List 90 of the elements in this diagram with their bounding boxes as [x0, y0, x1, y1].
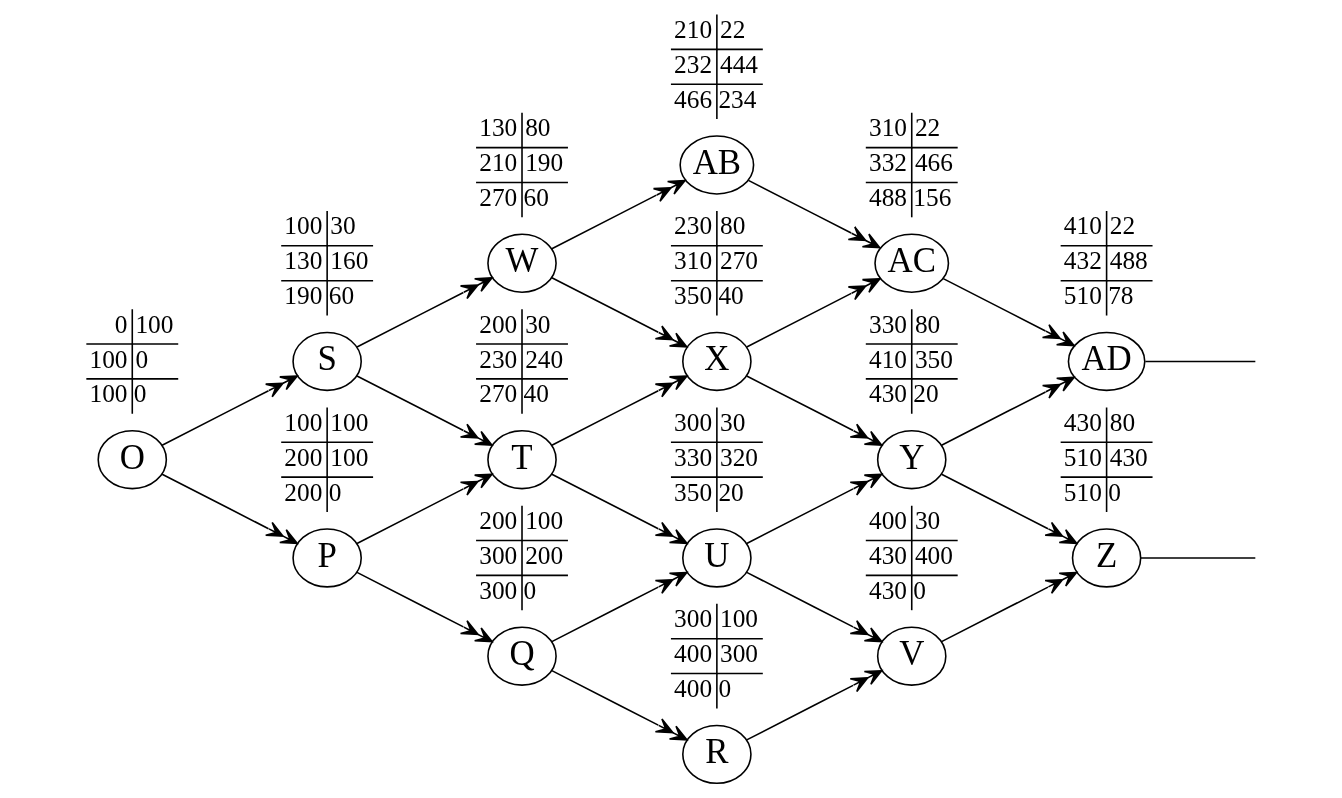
node-label: 200: [478, 309, 517, 338]
node-label: 230: [478, 344, 517, 373]
node-label: 350: [673, 281, 712, 310]
node-label: 0: [114, 309, 128, 338]
node-label: 0: [717, 674, 731, 703]
node-label: 0: [523, 575, 536, 604]
node-label: 510: [1063, 477, 1102, 506]
node-label: 20: [912, 379, 939, 408]
node-label: 100: [283, 211, 322, 240]
node-label: 0: [134, 344, 148, 373]
node-label: 22: [1109, 211, 1135, 240]
node-label: 100: [134, 309, 173, 338]
node-label: 190: [283, 281, 322, 310]
node-label: 100: [329, 442, 368, 471]
node-label: 22: [914, 113, 940, 142]
node-label: 30: [329, 211, 356, 240]
node-label: 466: [914, 148, 953, 177]
node-label: 0: [328, 477, 341, 506]
node-label: 330: [868, 309, 907, 338]
node-label: 160: [329, 246, 368, 275]
node-label: 466: [673, 84, 712, 113]
node-label: 430: [868, 379, 907, 408]
node-label: 430: [868, 540, 907, 569]
node-label: 320: [719, 442, 758, 471]
node-label: 488: [868, 182, 907, 211]
node-label: 156: [912, 182, 951, 211]
node-label: 444: [719, 49, 758, 78]
node-label: 200: [283, 442, 322, 471]
node-label: 488: [1109, 246, 1148, 275]
node-label: 40: [717, 281, 744, 310]
node-label: 80: [1109, 407, 1135, 436]
node-label: 234: [717, 84, 756, 113]
node-label: 430: [1109, 442, 1148, 471]
node-label: 80: [719, 211, 745, 240]
node-label: 300: [719, 639, 758, 668]
node-label: 400: [673, 639, 712, 668]
node-label: 60: [328, 281, 354, 310]
node-label: 330: [673, 442, 712, 471]
node-label: 410: [868, 344, 907, 373]
node-label: 0: [133, 379, 147, 408]
node-label: 100: [89, 379, 128, 408]
node-label: 100: [89, 344, 128, 373]
node-label: 510: [1063, 281, 1102, 310]
node-label: 350: [914, 344, 953, 373]
node-label: 80: [914, 309, 940, 338]
node-label: 30: [719, 407, 745, 436]
node-label: 350: [673, 477, 712, 506]
node-label: 410: [1063, 211, 1102, 240]
node-label: 80: [524, 113, 551, 142]
node-label: 0: [912, 575, 926, 604]
node-label: 430: [1063, 407, 1102, 436]
node-label: 130: [478, 113, 517, 142]
node-label: 60: [523, 182, 549, 211]
node-label: 240: [524, 344, 563, 373]
node-label: 30: [524, 309, 551, 338]
node-label: 300: [673, 407, 712, 436]
node-label: 270: [478, 379, 517, 408]
node-label: 400: [914, 540, 953, 569]
node-label: 332: [868, 148, 907, 177]
node-label: 200: [283, 477, 322, 506]
node-label: 100: [524, 506, 563, 535]
node-label: 300: [673, 604, 712, 633]
node-label: 100: [283, 407, 322, 436]
node-label: 100: [719, 604, 758, 633]
node-label: 400: [673, 674, 712, 703]
node-label: 130: [283, 246, 322, 275]
node-label: 400: [868, 506, 907, 535]
node-label: 0: [1107, 477, 1121, 506]
node-label: 432: [1063, 246, 1102, 275]
node-label: 30: [914, 506, 940, 535]
node-label: 232: [673, 49, 712, 78]
node-label: 78: [1107, 281, 1134, 310]
node-label: 300: [478, 540, 517, 569]
node-label: 230: [673, 211, 712, 240]
node-label: 210: [673, 14, 712, 43]
node-label: 510: [1063, 442, 1102, 471]
node-label: 300: [478, 575, 517, 604]
node-label: 22: [719, 14, 745, 43]
node-label: 100: [329, 407, 368, 436]
node-label: 210: [478, 148, 517, 177]
node-label: 270: [478, 182, 517, 211]
node-label: 200: [478, 506, 517, 535]
node-label: 200: [524, 540, 563, 569]
node-label: 190: [524, 148, 563, 177]
node-label: 430: [868, 575, 907, 604]
node-label: 310: [673, 246, 712, 275]
node-label: 270: [719, 246, 758, 275]
node-label: 20: [717, 477, 744, 506]
node-label: 40: [523, 379, 549, 408]
node-label: 310: [868, 113, 907, 142]
